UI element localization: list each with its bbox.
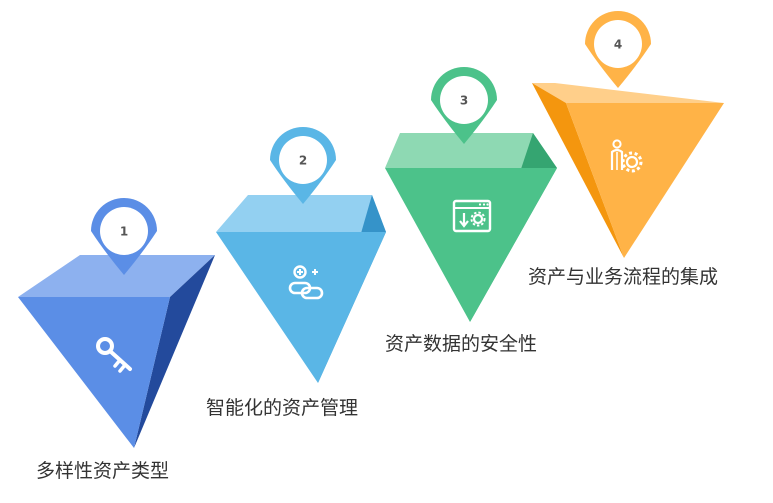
step-2-number: 2 <box>299 154 307 168</box>
person-gear-icon <box>610 139 643 173</box>
link-plus-icon <box>288 265 324 300</box>
step-2: 2 <box>216 127 386 383</box>
step-4-number: 4 <box>614 38 622 52</box>
step-1: 1 <box>18 198 215 448</box>
step-4-label: 资产与业务流程的集成 <box>528 266 719 288</box>
step-2-label: 智能化的资产管理 <box>206 397 359 419</box>
key-icon <box>96 337 132 373</box>
step-4: 4 <box>532 11 724 258</box>
step-2-pin: 2 <box>270 127 336 204</box>
step-4-pin: 4 <box>585 11 651 88</box>
step-4-side-face <box>532 83 624 258</box>
step-3-front-face <box>385 168 557 322</box>
step-4-front-face <box>566 103 724 258</box>
step-3-label: 资产数据的安全性 <box>385 333 538 355</box>
step-3-pin: 3 <box>431 67 497 144</box>
step-2-front-face <box>216 232 386 383</box>
step-4-top-face <box>532 83 724 103</box>
step-1-front-face <box>18 297 170 448</box>
download-settings-icon <box>452 199 492 233</box>
step-3: 3 <box>385 67 557 322</box>
step-1-side-face <box>134 255 215 448</box>
step-3-number: 3 <box>460 94 468 108</box>
step-2-top-face <box>216 195 386 232</box>
step-1-top-face <box>18 255 215 297</box>
step-1-pin: 1 <box>91 198 157 275</box>
step-1-label: 多样性资产类型 <box>36 460 170 482</box>
step-3-top-face <box>385 133 557 168</box>
step-1-number: 1 <box>120 225 128 239</box>
